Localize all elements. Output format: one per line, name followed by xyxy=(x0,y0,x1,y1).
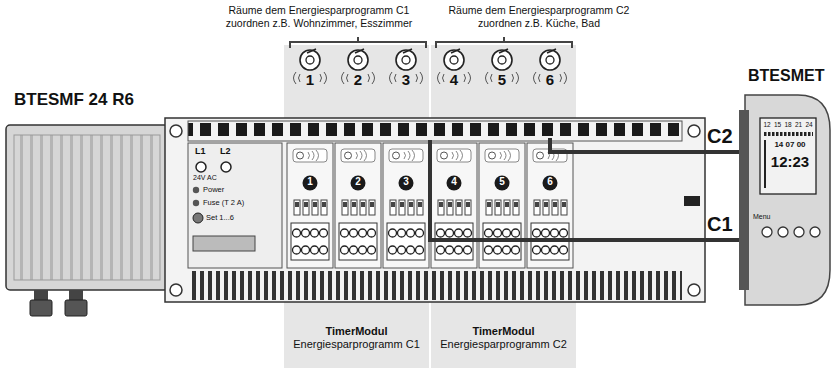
timer-module-band: TimerModulEnergiesparprogramm C2 xyxy=(431,45,576,368)
c1-wire xyxy=(430,140,742,240)
transformer xyxy=(6,125,168,316)
device-name: BTESMF 24 R6 xyxy=(14,90,134,110)
device-name: BTESMET xyxy=(748,66,824,85)
hour-scale: 18 xyxy=(783,121,793,129)
module-number: 4 xyxy=(446,176,462,188)
room-number: 4 xyxy=(444,71,464,89)
module-number: 3 xyxy=(398,176,414,188)
module-number: 5 xyxy=(494,176,510,188)
led-label: Fuse (T 2 A) xyxy=(203,198,244,207)
module-heading: TimerModul xyxy=(472,325,534,339)
button-label: Menu xyxy=(753,213,771,221)
module-number: 6 xyxy=(542,176,558,188)
module-number: 1 xyxy=(302,176,318,188)
terminal-name: L2 xyxy=(220,146,231,157)
led-label: Power xyxy=(203,185,224,194)
module-heading: TimerModul xyxy=(325,325,387,339)
program-name: Energiesparprogramm C1 xyxy=(293,338,420,352)
button-label: Set 1...6 xyxy=(206,213,234,222)
room-number: 1 xyxy=(300,71,320,89)
hour-scale: 15 xyxy=(773,121,783,129)
bracket xyxy=(290,37,426,48)
terminal-name: L1 xyxy=(195,146,206,157)
room-number: 2 xyxy=(348,71,368,89)
room-number: 3 xyxy=(396,71,416,89)
room-thermostats xyxy=(294,49,567,84)
display-time: 12:23 xyxy=(766,153,814,171)
display-date: 14 07 00 xyxy=(766,140,814,150)
group-heading: Räume dem Energiesparprogramm C2 zuordne… xyxy=(432,4,646,29)
hour-scale: 12 xyxy=(762,121,772,129)
band-fill xyxy=(431,45,576,368)
voltage-label: 24V AC xyxy=(193,174,217,182)
hour-scale: 21 xyxy=(794,121,804,129)
timer-unit xyxy=(739,95,830,305)
hour-scale: 24 xyxy=(804,121,814,129)
base-unit xyxy=(165,118,705,302)
room-number: 6 xyxy=(540,71,560,89)
module-number: 2 xyxy=(350,176,366,188)
program-name: Energiesparprogramm C2 xyxy=(440,338,567,352)
timer-module-band: TimerModulEnergiesparprogramm C1 xyxy=(284,45,429,368)
program-channel: C2 xyxy=(707,124,733,148)
band-fill xyxy=(284,45,429,368)
program-channel: C1 xyxy=(707,212,733,236)
group-heading: Räume dem Energiesparprogramm C1 zuordne… xyxy=(212,4,426,29)
room-number: 5 xyxy=(492,71,512,89)
bracket xyxy=(436,37,572,48)
